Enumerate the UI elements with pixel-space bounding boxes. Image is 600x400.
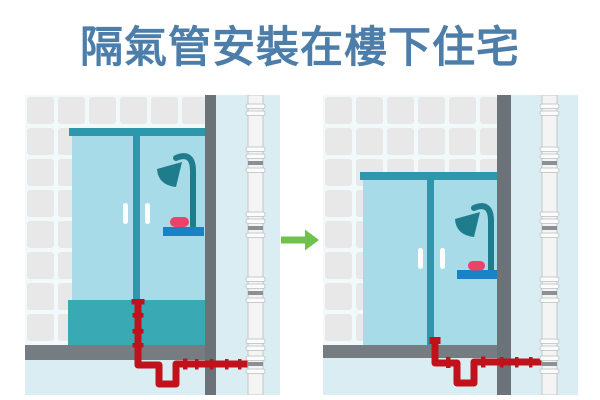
soap xyxy=(170,217,189,227)
door-divider xyxy=(133,136,140,300)
door-handle xyxy=(440,248,445,269)
door-handle xyxy=(145,203,150,224)
floor-slab xyxy=(25,345,216,360)
arrow-right-icon xyxy=(281,229,319,251)
drain-stack-pipe xyxy=(245,95,266,395)
left-diagram-panel xyxy=(25,95,280,395)
door-top-rail xyxy=(69,128,205,136)
right-diagram-panel xyxy=(323,95,578,395)
side-wall xyxy=(497,95,511,395)
u-trap-pipe xyxy=(429,337,542,387)
floor-slab xyxy=(323,345,511,358)
door-top-rail xyxy=(360,172,497,180)
soap xyxy=(468,261,485,271)
side-wall xyxy=(205,95,216,395)
door-divider xyxy=(427,180,434,345)
drain-stack-pipe xyxy=(539,95,560,395)
door-handle xyxy=(123,203,128,224)
shower-shelf xyxy=(457,270,497,279)
door-handle xyxy=(418,248,423,269)
shower-enclosure xyxy=(360,172,497,345)
u-trap-pipe xyxy=(131,299,249,388)
shower-shelf xyxy=(163,227,204,236)
page-title: 隔氣管安裝在樓下住宅 xyxy=(80,23,520,73)
